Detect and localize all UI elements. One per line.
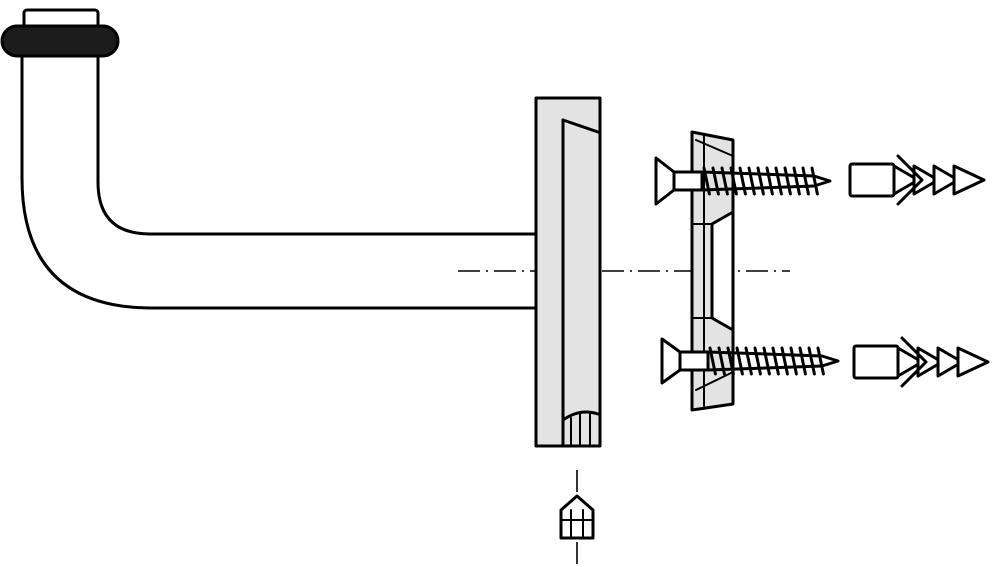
tube-inner-edge: [96, 50, 538, 236]
screw-thread-outline: [700, 170, 832, 192]
plate-slot-lines: [691, 223, 713, 319]
screw-thread-outline: [706, 350, 840, 372]
plug-tip: [956, 346, 990, 378]
grub-screw-hex: [560, 509, 594, 539]
screw-shank: [678, 350, 710, 372]
mounting-plate: [690, 130, 735, 412]
plug-wing: [896, 154, 924, 206]
wall-plug: [848, 154, 986, 206]
plug-collar: [852, 344, 900, 380]
wall-plug: [852, 336, 990, 388]
screw-head: [660, 337, 682, 385]
plug-collar: [848, 162, 896, 198]
screw: [654, 156, 832, 206]
plug-tip: [952, 164, 986, 196]
thread-ridge: [708, 346, 825, 376]
plug-barb: [916, 346, 944, 378]
plug-wing: [900, 336, 928, 388]
screw-thread: [708, 346, 825, 376]
plate-countersink-lines: [695, 139, 734, 391]
rosette-body: [534, 96, 602, 448]
plug-barb: [912, 164, 940, 196]
screw-head: [654, 156, 676, 206]
plate-slot: [710, 210, 735, 332]
screw-thread: [702, 166, 819, 196]
rosette-thread-lines: [570, 413, 591, 447]
plug-barb: [896, 346, 924, 378]
screw-shank: [672, 170, 704, 192]
grub-screw-body: [559, 494, 595, 540]
screw: [660, 337, 840, 385]
plug-barb: [932, 164, 960, 196]
wall-rosette: [534, 96, 602, 448]
plug-barb: [892, 164, 920, 196]
rosette-bore-curve: [561, 410, 600, 422]
end-cap: [0, 24, 120, 58]
plug-barb: [936, 346, 964, 378]
grub-screw: [559, 470, 595, 567]
rosette-bevel-top: [561, 118, 600, 134]
thread-ridge: [702, 166, 819, 196]
tube-outer-edge: [20, 50, 538, 310]
